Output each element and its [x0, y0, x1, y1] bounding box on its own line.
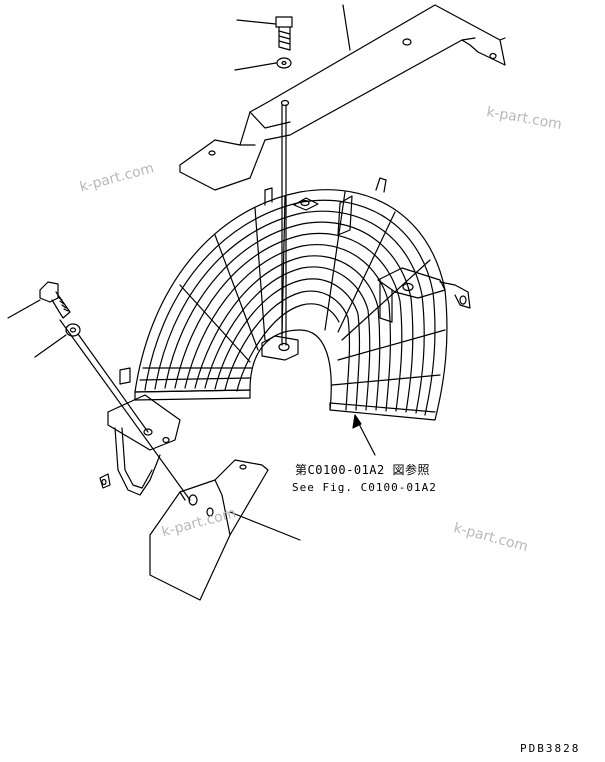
leader-washer-to-bracket [77, 333, 149, 433]
right-clamp [377, 267, 471, 323]
left-mount-bracket [99, 367, 181, 496]
reference-arrowhead [352, 414, 362, 429]
reference-arrow-line [356, 419, 376, 456]
left-bolt [39, 281, 71, 319]
lower-plate [149, 459, 269, 601]
leader-washer-top [234, 62, 277, 71]
top-washer [276, 57, 292, 69]
upper-bracket [179, 4, 506, 191]
guard-tabs [264, 177, 387, 236]
leader-plate [229, 511, 301, 541]
left-washer [65, 323, 81, 337]
reference-label-jp: 第C0100-01A2 図参照 [295, 463, 430, 477]
leader-bolt-to-plate [59, 319, 191, 501]
drawing-number: PDB3828 [520, 742, 581, 755]
center-clamp [261, 335, 299, 361]
top-bolt [275, 16, 293, 51]
leader-bolt-left [7, 299, 41, 319]
leader-bracket [342, 4, 351, 51]
hanger-rod [281, 104, 287, 346]
reference-label-en: See Fig. C0100-01A2 [292, 481, 437, 494]
leader-washer-left [34, 334, 67, 358]
fan-guard [134, 189, 448, 421]
leader-bolt-top [236, 19, 277, 25]
